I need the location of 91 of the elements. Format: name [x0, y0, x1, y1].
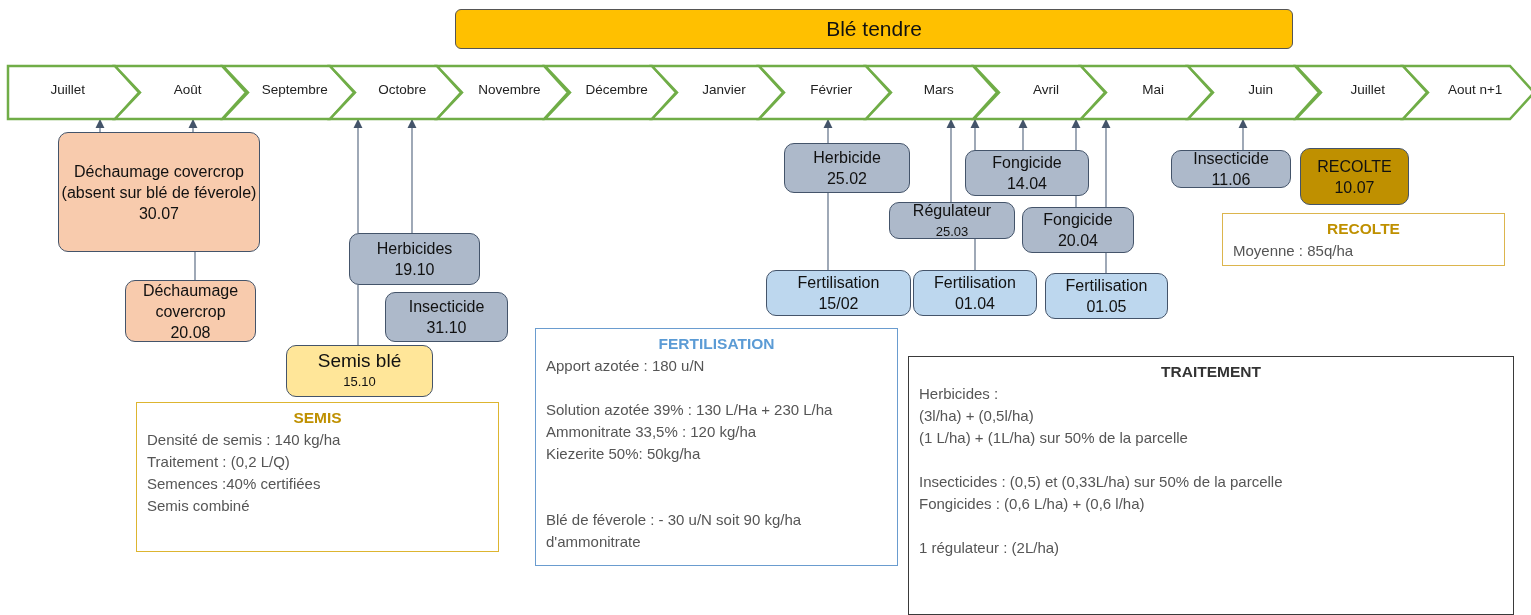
- event-box: [889, 202, 1015, 239]
- panel-text: Kiezerite 50%: 50kg/ha: [546, 444, 702, 464]
- event-label: RECOLTE: [1317, 156, 1392, 177]
- panel-text: Herbicides :: [919, 384, 1000, 404]
- event-date: 19.10: [394, 260, 435, 280]
- panel-text: Semences :40% certifiées: [147, 474, 322, 494]
- timeline-segment: Juillet: [1295, 65, 1428, 120]
- timeline-segment: Janvier: [651, 65, 784, 120]
- arrow: [823, 119, 833, 144]
- event-box: [385, 292, 508, 342]
- event-label: Fongicide: [1043, 210, 1113, 230]
- info-panel: [1222, 213, 1505, 266]
- event-box: [349, 233, 480, 285]
- event-box: [58, 132, 260, 252]
- event-label: Régulateur: [912, 200, 992, 221]
- panel-text: Densité de semis : 140 kg/ha: [147, 430, 342, 450]
- panel-text: (3l/ha) + (0,5l/ha): [919, 406, 1035, 426]
- timeline-segment: Décembre: [544, 65, 677, 120]
- arrow: [1238, 119, 1248, 151]
- info-panel: [136, 402, 499, 552]
- panel-text: Apport azotée : 180 u/N: [546, 356, 706, 376]
- event-date: 15/02: [818, 294, 859, 314]
- panel-heading: SEMIS: [292, 408, 343, 428]
- event-box: [1045, 273, 1168, 319]
- panel-heading: RECOLTE: [1326, 219, 1401, 239]
- event-date: 25.02: [826, 169, 867, 189]
- arrow: [946, 119, 956, 203]
- event-label: Fongicide: [992, 153, 1062, 173]
- panel-text: Blé de féverole : - 30 u/N soit 90 kg/ha d'ammonitrate: [546, 510, 803, 552]
- panel-text: Moyenne : 85q/ha: [1233, 241, 1355, 261]
- timeline-segment: Octobre: [329, 65, 462, 120]
- timeline-segment: Février: [759, 65, 892, 120]
- event-box: [766, 270, 911, 316]
- event-box: [784, 143, 910, 193]
- event-date: 20.04: [1057, 231, 1098, 251]
- panel-text: Semis combiné: [147, 496, 251, 516]
- panel-heading: FERTILISATION: [657, 334, 776, 354]
- arrow: [1101, 119, 1111, 208]
- event-date: 31.10: [426, 318, 467, 338]
- panel-text: Traitement : (0,2 L/Q): [147, 452, 291, 472]
- event-box: [125, 280, 256, 342]
- event-box: [913, 270, 1037, 316]
- event-date: 01.05: [1086, 297, 1127, 317]
- event-label: Fertilisation: [1065, 276, 1148, 296]
- arrow: [1071, 119, 1081, 151]
- timeline-segment: Mars: [866, 65, 999, 120]
- timeline-segment: Aout n+1: [1402, 65, 1531, 120]
- event-label: Semis blé: [317, 350, 402, 371]
- panel-text: (1 L/ha) + (1L/ha) sur 50% de la parcelle: [919, 428, 1189, 448]
- event-label: Herbicides: [376, 239, 453, 259]
- event-box: [1022, 207, 1134, 253]
- arrow: [407, 119, 417, 234]
- event-date: 10.07: [1334, 177, 1375, 198]
- event-date: 25.03: [935, 222, 969, 241]
- info-panel: [535, 328, 898, 566]
- event-date: 15.10: [343, 373, 376, 391]
- event-label: Fertilisation: [934, 273, 1016, 293]
- event-box: [1300, 148, 1409, 205]
- arrow: [1018, 119, 1028, 151]
- arrow: [188, 119, 198, 133]
- arrow: [353, 119, 363, 234]
- event-label: Insecticide: [1193, 149, 1269, 169]
- event-date: 20.08: [170, 322, 211, 343]
- arrow: [970, 119, 980, 151]
- event-label: Herbicide: [813, 148, 881, 168]
- info-panel: [908, 356, 1514, 615]
- panel-text: Solution azotée 39% : 130 L/Ha + 230 L/ha: [546, 400, 834, 420]
- title-banner: Blé tendre: [455, 9, 1293, 49]
- event-label: Insecticide: [408, 297, 485, 317]
- event-date: 11.06: [1211, 170, 1251, 190]
- panel-heading: TRAITEMENT: [1160, 362, 1262, 382]
- panel-text: 1 régulateur : (2L/ha): [919, 538, 1061, 558]
- timeline-segment: Avril: [973, 65, 1106, 120]
- timeline-segment: Août: [115, 65, 248, 120]
- timeline-segment: Septembre: [222, 65, 355, 120]
- event-box: [1171, 150, 1291, 188]
- event-date: 14.04: [1006, 174, 1047, 194]
- arrow: [95, 119, 105, 133]
- panel-text: Fongicides : (0,6 L/ha) + (0,6 l/ha): [919, 494, 1146, 514]
- event-date: 01.04: [954, 294, 995, 314]
- timeline-segment: Juin: [1188, 65, 1321, 120]
- timeline-segment: Mai: [1081, 65, 1213, 120]
- event-label: Fertilisation: [797, 273, 880, 293]
- event-date: 30.07: [138, 203, 179, 224]
- timeline-segment: Novembre: [437, 65, 570, 120]
- event-label: Déchaumage covercrop (absent sur blé de féverole): [60, 161, 258, 203]
- panel-text: Insecticides : (0,5) et (0,33L/ha) sur 50% de la parcelle: [919, 472, 1284, 492]
- panel-text: Ammonitrate 33,5% : 120 kg/ha: [546, 422, 758, 442]
- event-box: [965, 150, 1089, 196]
- event-box: [286, 345, 433, 397]
- event-label: Déchaumage covercrop: [141, 280, 240, 322]
